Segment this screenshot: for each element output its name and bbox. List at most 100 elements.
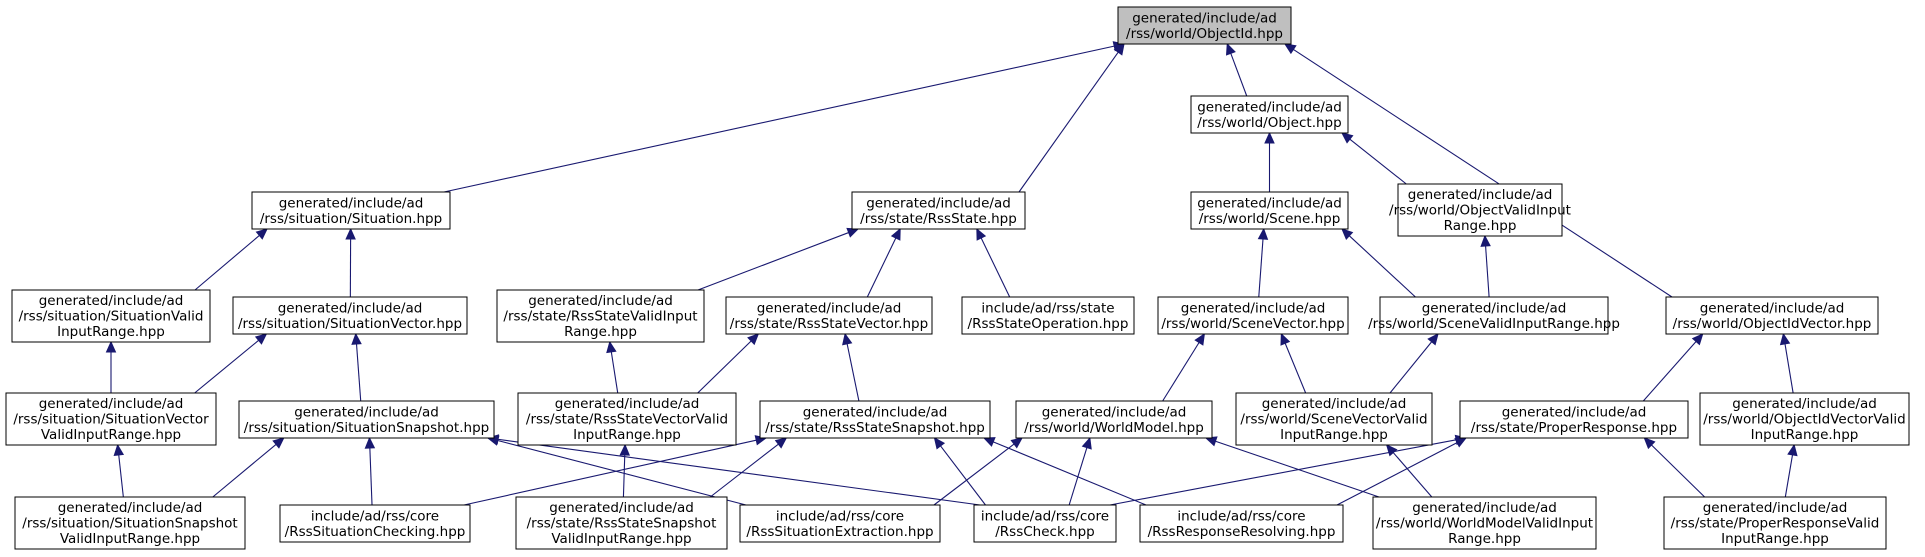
- node-situationvectorvalid[interactable]: generated/include/ad/rss/situation/Situa…: [5, 392, 217, 446]
- node-box: [1235, 392, 1433, 446]
- node-worldmodel[interactable]: generated/include/ad/rss/world/WorldMode…: [1015, 400, 1213, 439]
- node-rssstatesnapshotvalid[interactable]: generated/include/ad/rss/state/RssStateS…: [515, 496, 728, 550]
- node-label-line: generated/include/ad: [1700, 300, 1845, 316]
- arrowhead-icon: [105, 340, 117, 353]
- node-label-line: generated/include/ad: [1703, 500, 1848, 516]
- node-rssstatevalid[interactable]: generated/include/ad/rss/state/RssStateV…: [496, 289, 705, 343]
- node-label-line: generated/include/ad: [1197, 99, 1342, 115]
- node-box: [1459, 400, 1689, 439]
- node-label-line: generated/include/ad: [1132, 10, 1277, 26]
- edge-properresponsevalid-to-properresponse: [1643, 437, 1706, 498]
- node-label-line: /rss/world/WorldModel.hpp: [1024, 420, 1204, 436]
- node-label-line: ValidInputRange.hpp: [551, 531, 691, 547]
- node-situationvalid[interactable]: generated/include/ad/rss/situation/Situa…: [11, 289, 211, 343]
- node-label-line: generated/include/ad: [555, 396, 700, 412]
- arrowhead-icon: [747, 333, 760, 346]
- node-label-line: ValidInputRange.hpp: [41, 427, 181, 443]
- node-label-line: /RssStateOperation.hpp: [968, 316, 1129, 332]
- node-rssresponseresolving[interactable]: include/ad/rss/core/RssResponseResolving…: [1139, 504, 1344, 543]
- node-box: [232, 296, 468, 335]
- node-box: [1397, 183, 1563, 237]
- node-rssstatevectorvalid[interactable]: generated/include/ad/rss/state/RssStateV…: [517, 392, 737, 446]
- edge-situationsnapshotvalid-to-situationsnapshot: [212, 437, 285, 498]
- node-label-line: /rss/situation/SituationVector: [13, 412, 209, 428]
- edge-line: [369, 447, 373, 506]
- node-scenevectorvalid[interactable]: generated/include/ad/rss/world/SceneVect…: [1235, 392, 1433, 446]
- node-rsssituationextraction[interactable]: include/ad/rss/core/RssSituationExtracti…: [739, 504, 941, 543]
- edge-line: [194, 235, 260, 291]
- edge-scenevectorvalid-to-scenevalid: [1389, 333, 1439, 394]
- edge-line: [1109, 439, 1457, 506]
- node-situationvector[interactable]: generated/include/ad/rss/situation/Situa…: [232, 296, 468, 335]
- node-box: [5, 392, 217, 446]
- node-label-line: include/ad/rss/core: [776, 508, 904, 524]
- node-objectid[interactable]: generated/include/ad/rss/world/ObjectId.…: [1117, 6, 1292, 45]
- arrowhead-icon: [1454, 437, 1468, 448]
- node-label-line: generated/include/ad: [866, 195, 1011, 211]
- arrowhead-icon: [255, 228, 268, 240]
- node-worldmodelvalid[interactable]: generated/include/ad/rss/world/WorldMode…: [1372, 496, 1597, 550]
- edge-rsscheck-to-properresponse: [1109, 434, 1468, 506]
- node-situationsnapshotvalid[interactable]: generated/include/ad/rss/situation/Situa…: [14, 496, 246, 550]
- edge-line: [610, 351, 619, 394]
- node-scenevalid[interactable]: generated/include/ad/rss/world/SceneVali…: [1368, 296, 1620, 335]
- node-rssstatevector[interactable]: generated/include/ad/rss/state/RssStateV…: [725, 296, 933, 335]
- edge-line: [940, 445, 986, 506]
- node-box: [961, 296, 1135, 335]
- node-label-line: generated/include/ad: [757, 300, 902, 316]
- node-scene[interactable]: generated/include/ad/rss/world/Scene.hpp: [1190, 191, 1349, 230]
- edge-line: [1389, 341, 1433, 394]
- node-situation[interactable]: generated/include/ad/rss/situation/Situa…: [251, 191, 451, 230]
- node-box: [1372, 496, 1597, 550]
- arrowhead-icon: [846, 227, 860, 238]
- edge-rssstateoperation-to-rssstate: [976, 227, 1011, 298]
- node-properresponsevalid[interactable]: generated/include/ad/rss/state/ProperRes…: [1663, 496, 1887, 550]
- edge-line: [1784, 343, 1794, 394]
- node-box: [11, 289, 211, 343]
- edge-line: [933, 443, 1015, 506]
- node-objectvalid[interactable]: generated/include/ad/rss/world/ObjectVal…: [1389, 183, 1571, 237]
- node-label-line: /rss/state/RssStateSnapshot: [527, 516, 717, 532]
- arrowhead-icon: [1081, 436, 1092, 450]
- node-rssstate[interactable]: generated/include/ad/rss/state/RssState.…: [851, 191, 1026, 230]
- edge-objectidvectorvalid-to-objectidvector: [1779, 332, 1794, 394]
- arrowhead-icon: [113, 443, 125, 457]
- node-rsssituationchecking[interactable]: include/ad/rss/core/RssSituationChecking…: [279, 504, 471, 543]
- node-objectidvectorvalid[interactable]: generated/include/ad/rss/world/ObjectIdV…: [1699, 392, 1910, 446]
- arrowhead-icon: [1257, 227, 1269, 240]
- node-rsscheck[interactable]: include/ad/rss/core/RssCheck.hpp: [973, 504, 1117, 543]
- node-box: [1190, 95, 1349, 134]
- edge-rssresponseresolving-to-properresponse: [1336, 437, 1468, 506]
- node-label-line: /rss/world/SceneVector.hpp: [1161, 316, 1344, 332]
- node-label-line: /rss/state/ProperResponseValid: [1671, 516, 1880, 532]
- edge-worldmodelvalid-to-scenevectorvalid: [1385, 444, 1433, 498]
- node-rssstatesnapshot[interactable]: generated/include/ad/rss/state/RssStateS…: [759, 400, 991, 439]
- edge-line: [1485, 245, 1490, 298]
- node-label-line: /rss/situation/SituationValid: [19, 309, 204, 325]
- edge-situationvalid-to-situation: [194, 228, 268, 291]
- node-situationsnapshot[interactable]: generated/include/ad/rss/situation/Situa…: [238, 400, 495, 439]
- edge-line: [118, 454, 124, 498]
- node-object[interactable]: generated/include/ad/rss/world/Object.hp…: [1190, 95, 1349, 134]
- node-scenevector[interactable]: generated/include/ad/rss/world/SceneVect…: [1157, 296, 1349, 335]
- node-properresponse[interactable]: generated/include/ad/rss/state/ProperRes…: [1459, 400, 1689, 439]
- arrowhead-icon: [1225, 42, 1236, 56]
- node-label-line: generated/include/ad: [528, 293, 673, 309]
- node-label-line: generated/include/ad: [1181, 300, 1326, 316]
- edge-rssstatesnapshotvalid-to-rssstatesnapshot: [709, 437, 788, 498]
- node-label-line: /rss/world/Scene.hpp: [1199, 211, 1341, 227]
- edge-rssstate-to-objectid: [1018, 43, 1125, 193]
- node-rssstateoperation[interactable]: include/ad/rss/state/RssStateOperation.h…: [961, 296, 1135, 335]
- edge-scene-to-object: [1264, 131, 1275, 192]
- node-label-line: generated/include/ad: [549, 500, 694, 516]
- node-objectidvector[interactable]: generated/include/ad/rss/world/ObjectIdV…: [1665, 296, 1879, 335]
- node-box: [14, 496, 246, 550]
- arrowhead-icon: [364, 436, 376, 449]
- node-box: [1157, 296, 1349, 335]
- edge-rsssituationchecking-to-rssstatesnapshot: [463, 435, 768, 506]
- edge-line: [622, 454, 626, 498]
- edge-rsssituationextraction-to-worldmodel: [933, 437, 1023, 506]
- node-label-line: /rss/state/RssStateVectorValid: [526, 412, 728, 428]
- node-label-line: InputRange.hpp: [573, 427, 681, 443]
- arrowhead-icon: [1480, 234, 1491, 247]
